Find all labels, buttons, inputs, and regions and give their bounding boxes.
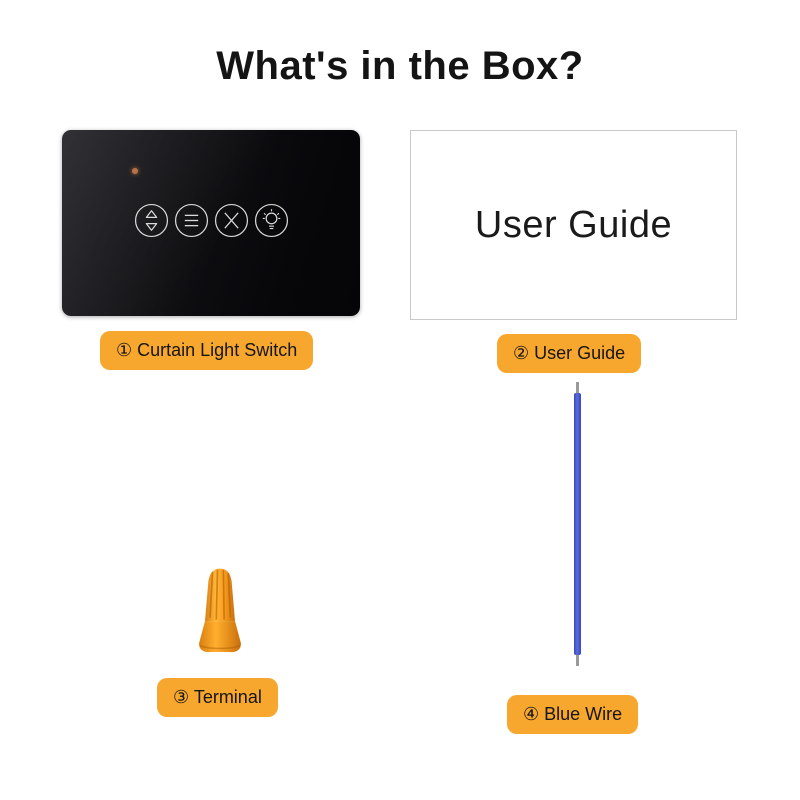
light-bulb-icon [254, 203, 288, 238]
led-indicator [132, 168, 138, 174]
page-title: What's in the Box? [216, 44, 584, 88]
label-terminal: ③ Terminal [157, 678, 278, 717]
user-guide-booklet: User Guide [410, 130, 737, 320]
curtain-pause-icon [174, 203, 208, 238]
label-curtain-light-switch: ① Curtain Light Switch [100, 331, 314, 370]
curtain-open-close-icon [134, 203, 168, 238]
curtain-close-icon [214, 203, 248, 238]
label-user-guide: ② User Guide [497, 334, 642, 373]
terminal-wire-nut [199, 568, 241, 653]
wire-tip-bottom [575, 655, 579, 666]
user-guide-cover-text: User Guide [474, 203, 673, 246]
wire-body [573, 393, 581, 655]
label-blue-wire: ④ Blue Wire [507, 695, 639, 734]
wire-tip-top [575, 382, 579, 393]
switch-icon-row [62, 202, 360, 239]
curtain-switch-panel [62, 130, 360, 316]
blue-wire [571, 382, 583, 666]
